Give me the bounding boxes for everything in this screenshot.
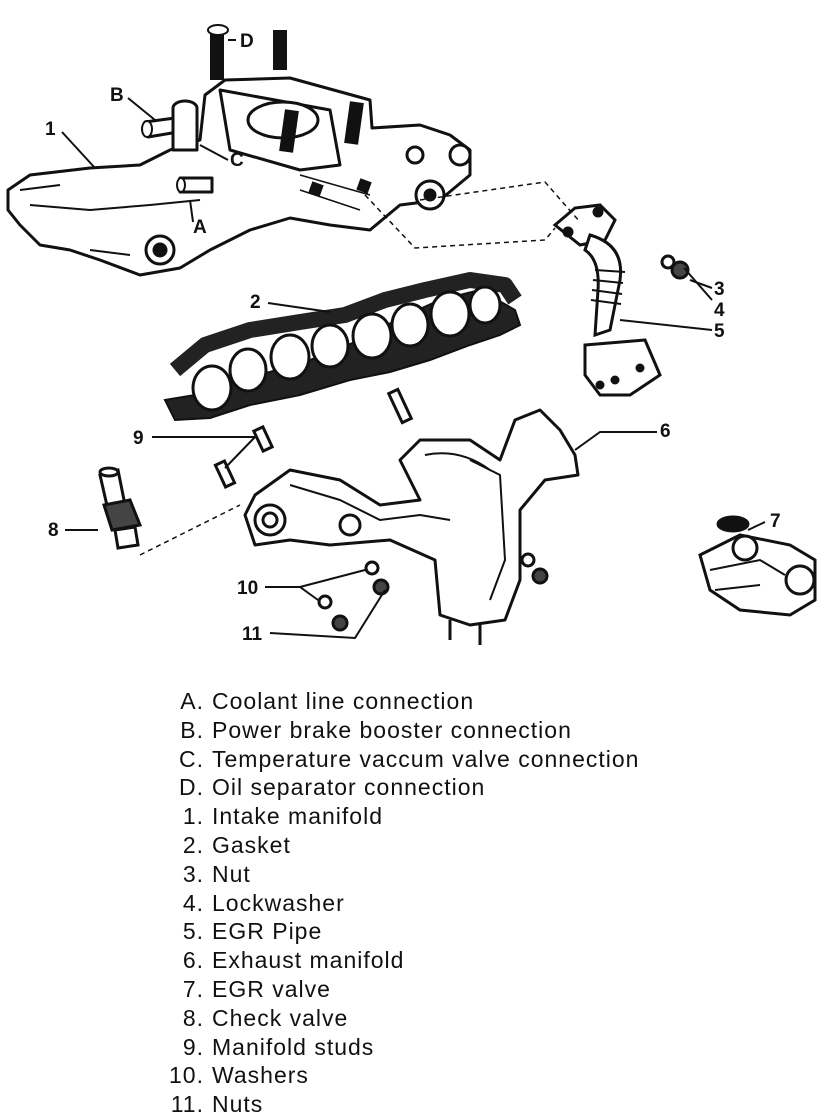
exploded-manifold-diagram: D B C A 1 2 3 4 5 6 7 8 9 10 11: [6, 24, 817, 645]
leader-lines: [61, 39, 766, 640]
legend-key: C.: [179, 745, 204, 772]
legend-item-11: 11. Nuts: [150, 1091, 639, 1120]
legend-text: Intake manifold: [212, 803, 383, 830]
legend-item-5: 5. EGR Pipe: [150, 918, 639, 947]
legend-item-3: 3. Nut: [150, 861, 639, 890]
legend-key: 9.: [182, 1033, 204, 1060]
legend-text: Nuts: [212, 1091, 264, 1118]
legend-text: Lockwasher: [212, 889, 345, 916]
callout-c: C: [230, 150, 244, 171]
legend-text: EGR valve: [212, 975, 331, 1002]
legend-item-4: 4. Lockwasher: [150, 890, 639, 919]
legend-item-7: 7. EGR valve: [150, 976, 639, 1005]
legend-key: 7.: [182, 975, 204, 1002]
manifold-studs: [213, 387, 414, 489]
legend-text: EGR Pipe: [212, 918, 323, 945]
legend-text: Temperature vaccum valve connection: [212, 745, 640, 772]
callout-11: 11: [242, 624, 263, 645]
callout-7: 7: [770, 511, 781, 532]
legend-text: Coolant line connection: [212, 688, 475, 714]
legend-item-2: 2. Gasket: [150, 832, 639, 861]
legend-item-c: C. Temperature vaccum valve connection: [150, 746, 639, 775]
callout-2: 2: [250, 292, 261, 313]
nut-and-lockwasher: [660, 254, 690, 280]
legend-key: 5.: [182, 918, 204, 945]
legend-text: Gasket: [212, 831, 291, 858]
legend-text: Manifold studs: [212, 1033, 375, 1060]
legend-text: Check valve: [212, 1004, 349, 1031]
callout-8: 8: [48, 520, 59, 541]
legend-item-a: A. Coolant line connection: [150, 688, 639, 717]
legend-key: 8.: [182, 1004, 204, 1031]
callout-labels: D B C A 1 2 3 4 5 6 7 8 9 10 11: [45, 31, 781, 645]
legend-item-1: 1. Intake manifold: [150, 803, 639, 832]
callout-4: 4: [714, 300, 725, 321]
gasket: [163, 272, 522, 422]
assembly-dashed-lines: [139, 181, 581, 556]
callout-5: 5: [714, 321, 725, 342]
egr-valve: [698, 515, 817, 617]
callout-3: 3: [714, 279, 725, 300]
legend-key: B.: [180, 716, 204, 743]
callout-9: 9: [133, 428, 144, 449]
legend-text: Oil separator connection: [212, 774, 486, 801]
callout-1: 1: [45, 119, 56, 140]
legend-key: D.: [179, 774, 204, 801]
callout-d: D: [240, 31, 254, 52]
callout-a: A: [193, 217, 207, 238]
legend-key: 4.: [182, 889, 204, 916]
check-valve: [98, 466, 143, 550]
callout-10: 10: [237, 578, 258, 599]
legend-key: 1.: [182, 803, 204, 830]
parts-legend: A. Coolant line connection B. Power brake …: [150, 688, 639, 1120]
legend-text: Nut: [212, 860, 251, 887]
legend-text: Exhaust manifold: [212, 947, 405, 974]
callout-b: B: [110, 85, 124, 106]
legend-item-10: 10. Washers: [150, 1062, 639, 1091]
legend-key: A.: [180, 688, 204, 714]
legend-item-d: D. Oil separator connection: [150, 774, 639, 803]
egr-pipe: [552, 203, 662, 397]
legend-item-6: 6. Exhaust manifold: [150, 947, 639, 976]
legend-text: Power brake booster connection: [212, 716, 572, 743]
legend-key: 2.: [182, 831, 204, 858]
intake-manifold: [6, 24, 472, 277]
legend-text: Washers: [212, 1062, 309, 1089]
legend-item-9: 9. Manifold studs: [150, 1034, 639, 1063]
legend-key: 6.: [182, 947, 204, 974]
legend-item-b: B. Power brake booster connection: [150, 717, 639, 746]
callout-6: 6: [660, 421, 671, 442]
legend-item-8: 8. Check valve: [150, 1005, 639, 1034]
washers-and-nuts: [317, 552, 549, 632]
legend-key: 11.: [170, 1091, 204, 1118]
legend-key: 10.: [169, 1062, 204, 1089]
legend-key: 3.: [182, 860, 204, 887]
exhaust-manifold: [243, 408, 580, 645]
